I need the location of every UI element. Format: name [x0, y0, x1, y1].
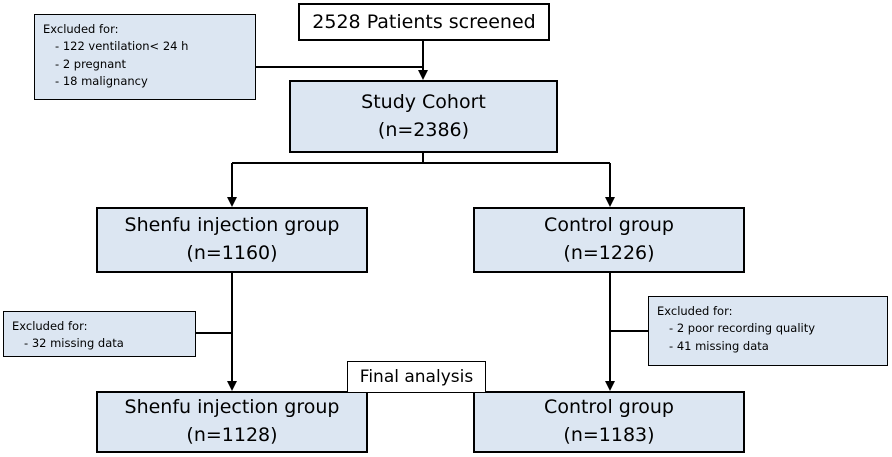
exclusion-note-control: Excluded for: 2 poor recording quality 4…: [648, 296, 888, 366]
exclusion-top-list: 122 ventilation< 24 h 2 pregnant 18 mali…: [43, 38, 247, 90]
shenfu-final-box: Shenfu injection group (n=1128): [96, 391, 368, 453]
exclusion-top-title: Excluded for:: [43, 22, 119, 36]
control-final-count: (n=1183): [563, 424, 655, 446]
exclusion-control-title: Excluded for:: [657, 304, 733, 318]
shenfu-initial-count: (n=1160): [186, 242, 278, 264]
list-item: 122 ventilation< 24 h: [55, 38, 247, 55]
control-final-title: Control group: [544, 396, 674, 419]
screened-label: 2528 Patients screened: [312, 11, 536, 33]
control-initial-box: Control group (n=1226): [473, 207, 745, 273]
shenfu-final-count: (n=1128): [186, 424, 278, 446]
list-item: 2 pregnant: [55, 56, 247, 73]
control-initial-count: (n=1226): [563, 242, 655, 264]
list-item: 41 missing data: [669, 338, 879, 355]
shenfu-initial-title: Shenfu injection group: [124, 214, 340, 237]
shenfu-initial-box: Shenfu injection group (n=1160): [96, 207, 368, 273]
screened-box: 2528 Patients screened: [298, 3, 550, 41]
list-item: 32 missing data: [24, 335, 187, 352]
final-analysis-label: Final analysis: [347, 361, 486, 393]
exclusion-note-shenfu: Excluded for: 32 missing data: [3, 311, 196, 357]
final-analysis-text: Final analysis: [359, 367, 474, 387]
control-final-box: Control group (n=1183): [473, 391, 745, 453]
list-item: 18 malignancy: [55, 73, 247, 90]
cohort-title: Study Cohort: [361, 90, 486, 113]
exclusion-shenfu-title: Excluded for:: [12, 319, 88, 333]
list-item: 2 poor recording quality: [669, 320, 879, 337]
shenfu-final-title: Shenfu injection group: [124, 396, 340, 419]
exclusion-control-list: 2 poor recording quality 41 missing data: [657, 320, 879, 355]
exclusion-note-top: Excluded for: 122 ventilation< 24 h 2 pr…: [34, 14, 256, 100]
study-cohort-box: Study Cohort (n=2386): [289, 80, 558, 153]
control-initial-title: Control group: [544, 214, 674, 237]
exclusion-shenfu-list: 32 missing data: [12, 335, 187, 352]
cohort-count: (n=2386): [377, 118, 470, 141]
